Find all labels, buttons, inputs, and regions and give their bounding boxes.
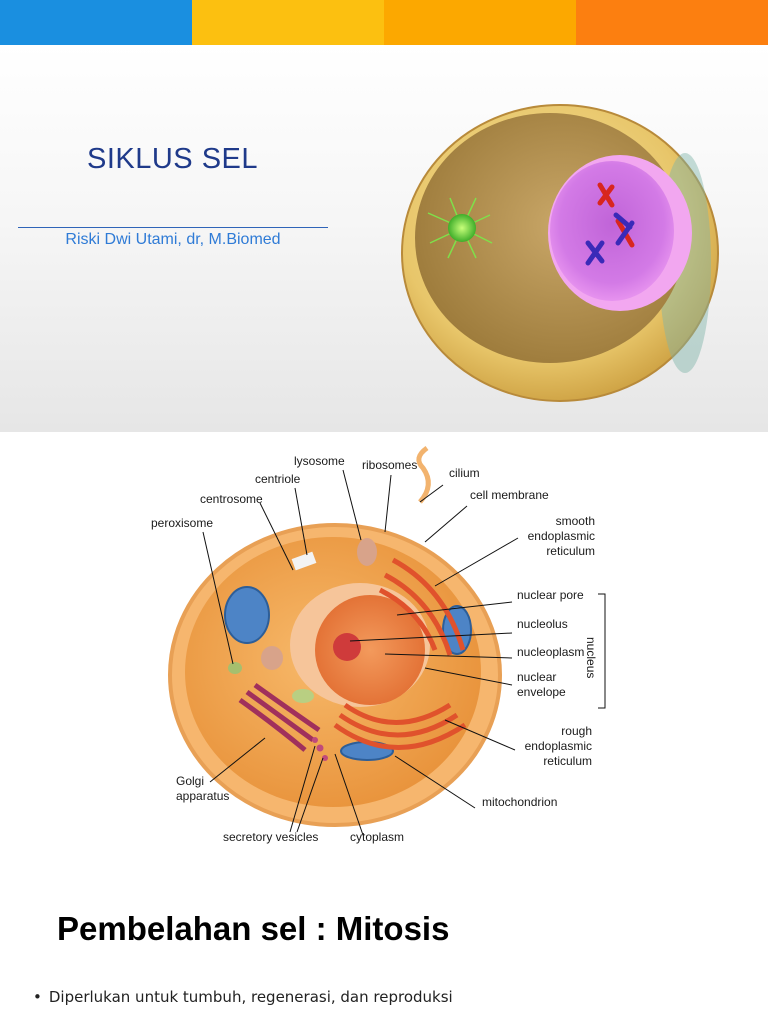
topbar-segment-yellow bbox=[192, 0, 384, 45]
bullet-dot-icon: • bbox=[33, 988, 42, 1006]
label-rough-er: rough endoplasmic reticulum bbox=[524, 724, 592, 768]
label-mitochondrion: mitochondrion bbox=[482, 795, 558, 809]
label-cilium: cilium bbox=[449, 466, 480, 480]
topbar-segment-dark-orange bbox=[576, 0, 768, 45]
label-centriole: centriole bbox=[255, 472, 301, 486]
topbar-segment-orange bbox=[384, 0, 576, 45]
cell-structure-slide: lysosome ribosomes cilium centriole cent… bbox=[0, 432, 768, 1024]
label-centrosome: centrosome bbox=[200, 492, 263, 506]
section-heading: Pembelahan sel : Mitosis bbox=[57, 910, 450, 947]
topbar-segment-blue bbox=[0, 0, 192, 45]
label-nucleolus: nucleolus bbox=[517, 617, 568, 631]
top-color-bar bbox=[0, 0, 768, 45]
title-slide: SIKLUS SEL Riski Dwi Utami, dr, M.Biomed bbox=[0, 45, 768, 432]
cell-illustration bbox=[401, 104, 719, 402]
title-divider bbox=[18, 227, 328, 228]
label-nucleus-bracket: nucleus bbox=[584, 637, 598, 679]
label-nuclear-pore: nuclear pore bbox=[517, 588, 584, 602]
label-smooth-er: smooth endoplasmic reticulum bbox=[527, 514, 595, 558]
label-cytoplasm: cytoplasm bbox=[350, 830, 405, 844]
bullet-text: Diperlukan untuk tumbuh, regenerasi, dan… bbox=[48, 988, 453, 1006]
label-peroxisome: peroxisome bbox=[151, 516, 214, 530]
label-secretory-vesicles: secretory vesicles bbox=[223, 830, 319, 844]
cell-structure-diagram bbox=[168, 445, 606, 836]
label-golgi: Golgi apparatus bbox=[176, 774, 230, 803]
slide-title: SIKLUS SEL bbox=[86, 143, 259, 175]
author-name: Riski Dwi Utami, dr, M.Biomed bbox=[65, 231, 281, 248]
label-ribosomes: ribosomes bbox=[362, 458, 418, 472]
label-nucleoplasm: nucleoplasm bbox=[517, 645, 585, 659]
bullet-item: • Diperlukan untuk tumbuh, regenerasi, da… bbox=[33, 988, 453, 1006]
label-nuclear-envelope: nuclear envelope bbox=[517, 670, 566, 699]
label-cell-membrane: cell membrane bbox=[470, 488, 549, 502]
label-lysosome: lysosome bbox=[294, 454, 345, 468]
